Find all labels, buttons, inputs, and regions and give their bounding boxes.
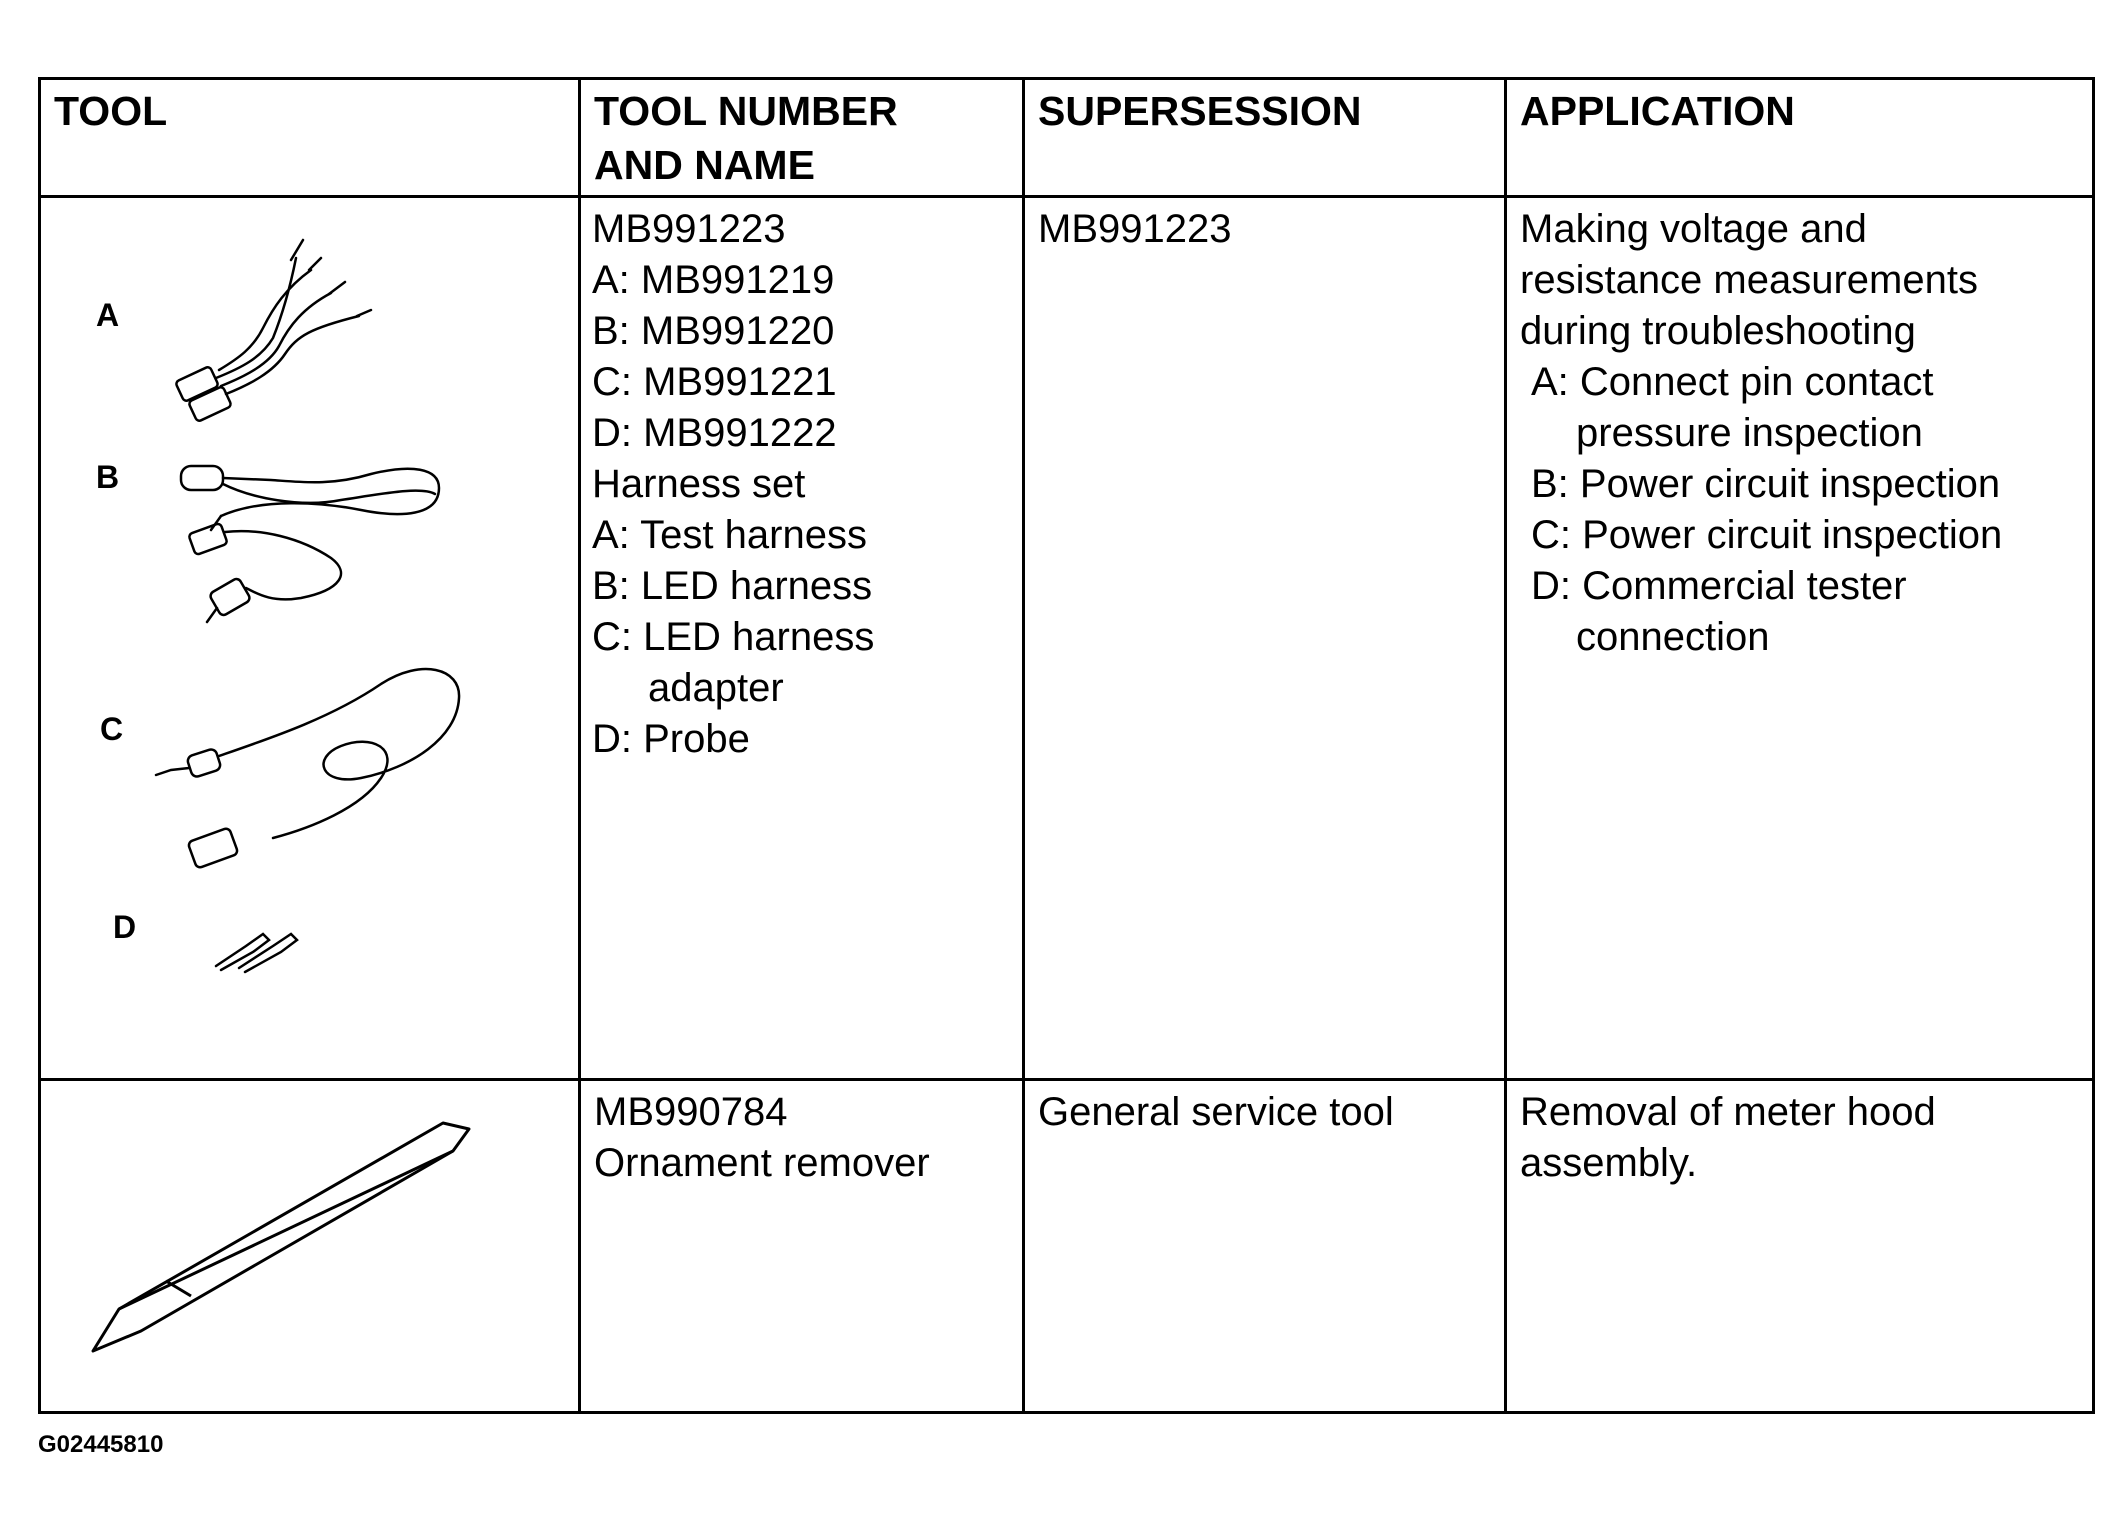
tool-illustration-harness-set: A B C D xyxy=(38,195,581,1081)
application-ornament-remover: Removal of meter hood assembly. xyxy=(1504,1078,2095,1414)
supersession-harness-set: MB991223 xyxy=(1022,195,1507,1081)
test-harness-icon xyxy=(175,238,373,422)
special-tools-table: TOOL TOOL NUMBER AND NAME SUPERSESSION A… xyxy=(38,77,2095,1414)
tool-label-b: B xyxy=(96,459,120,495)
tool-number-name-harness-set: MB991223 A: MB991219 B: MB991220 C: MB99… xyxy=(578,195,1025,1081)
probe-icon xyxy=(214,932,299,974)
header-row: TOOL TOOL NUMBER AND NAME SUPERSESSION A… xyxy=(38,77,2095,198)
figure-id: G02445810 xyxy=(38,1431,164,1458)
supersession-ornament-remover: General service tool xyxy=(1022,1078,1507,1414)
header-tool: TOOL xyxy=(38,77,581,198)
led-harness-adapter-icon xyxy=(154,667,461,869)
tool-number-name-ornament-remover: MB990784 Ornament remover xyxy=(578,1078,1025,1414)
header-application: APPLICATION xyxy=(1504,77,2095,198)
tool-label-c: C xyxy=(100,711,124,747)
tool-label-d: D xyxy=(113,909,137,945)
table-row-ornament-remover: MB990784 Ornament remover General servic… xyxy=(38,1078,2095,1414)
table-row-harness-set: A B C D xyxy=(38,195,2095,1081)
tool-illustration-ornament-remover xyxy=(38,1078,581,1414)
led-harness-icon xyxy=(179,464,441,624)
application-harness-set: Making voltage and resistance measuremen… xyxy=(1504,195,2095,1081)
header-supersession: SUPERSESSION xyxy=(1022,77,1507,198)
harness-set-drawing xyxy=(154,238,461,974)
header-tool-number-name: TOOL NUMBER AND NAME xyxy=(578,77,1025,198)
tool-label-a: A xyxy=(96,297,120,333)
ornament-remover-icon xyxy=(91,1121,471,1353)
